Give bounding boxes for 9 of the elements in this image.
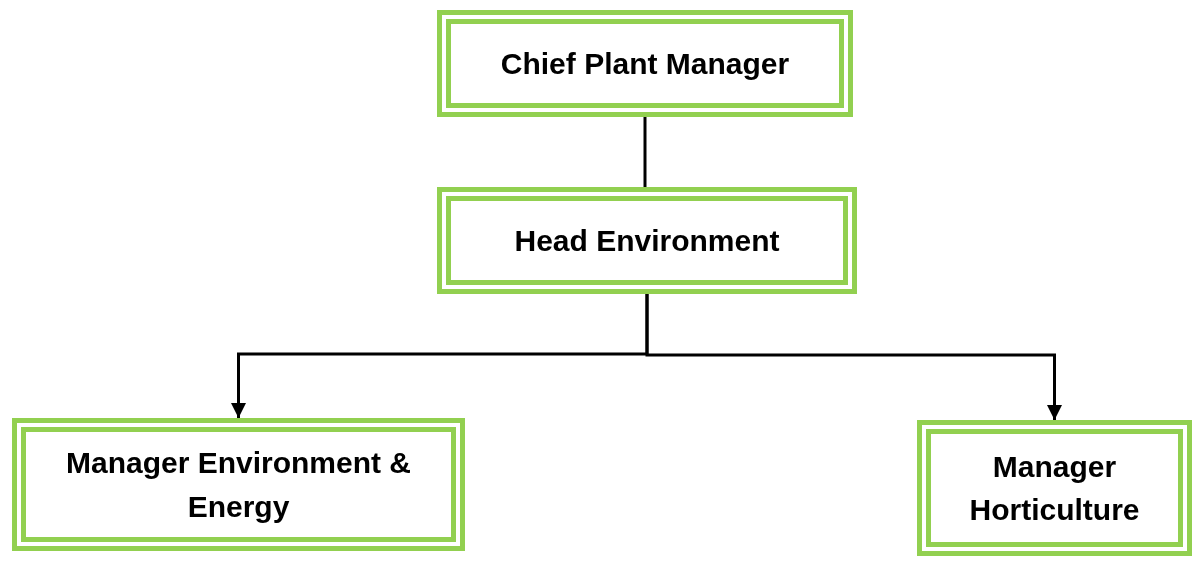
role-box <box>12 418 465 551</box>
role-box <box>437 187 857 294</box>
connector-arrow <box>645 294 1062 420</box>
role-box <box>437 10 853 117</box>
role-title: Manager Horticulture <box>968 448 1141 528</box>
role-title: Head Environment <box>514 222 780 259</box>
role-box <box>917 420 1192 556</box>
role-title: Chief Plant Manager <box>500 45 790 82</box>
role-title: Manager Environment & Energy <box>64 445 413 525</box>
